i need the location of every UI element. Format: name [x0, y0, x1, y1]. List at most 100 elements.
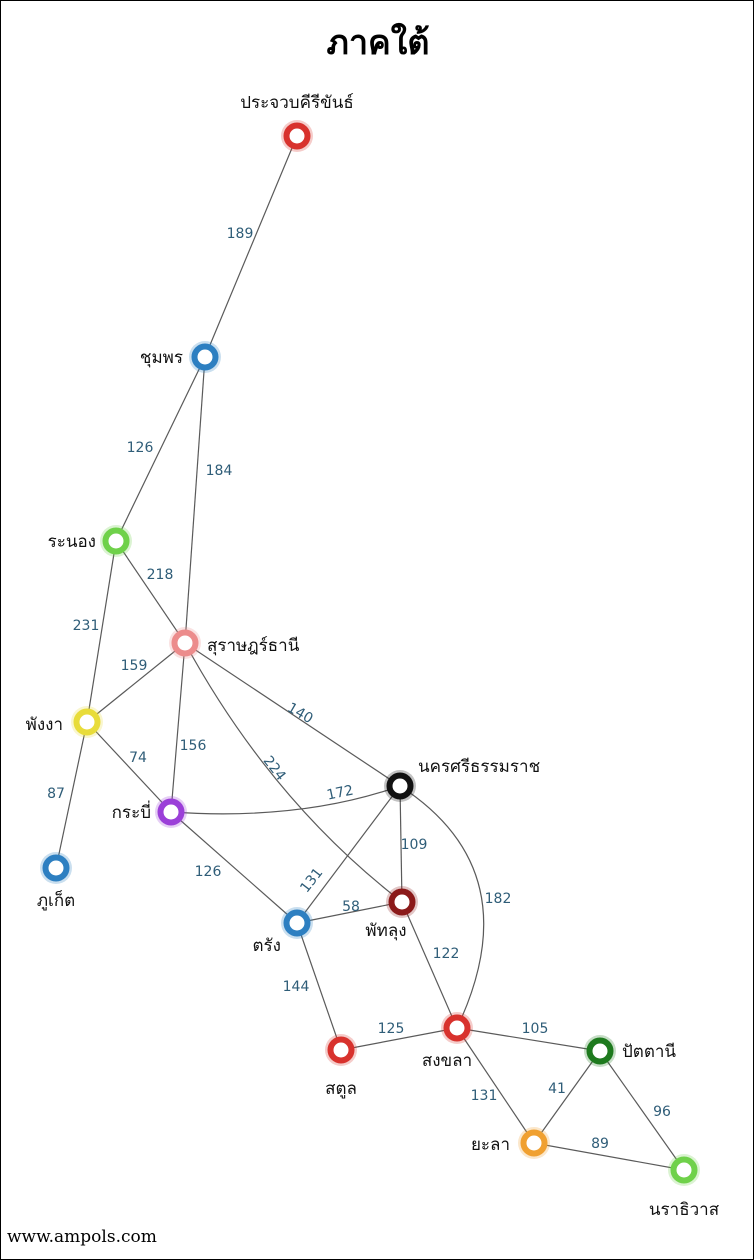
edge-distance-label: 172	[325, 782, 354, 803]
node-trang: ตรัง	[253, 907, 313, 956]
edge-distance-label: 89	[591, 1136, 609, 1152]
node-label: นราธิวาส	[649, 1200, 720, 1220]
edge-distance-label: 140	[284, 700, 315, 727]
node-ring	[171, 629, 199, 657]
edge-distance-label: 125	[378, 1021, 405, 1037]
node-ring	[191, 343, 219, 371]
node-ring	[283, 122, 311, 150]
edge-distance-label: 131	[297, 865, 326, 896]
node-ring	[283, 909, 311, 937]
edge-phangnga-phuket	[55, 721, 88, 869]
edge-surat-nakhon	[184, 642, 401, 787]
node-label: สงขลา	[422, 1051, 472, 1071]
node-ring	[520, 1129, 548, 1157]
node-ring	[102, 527, 130, 555]
edge-distance-label: 122	[433, 946, 460, 962]
edge-distance-label: 87	[47, 786, 65, 802]
node-ring	[586, 1037, 614, 1065]
node-nakhon: นครศรีธรรมราช	[384, 757, 540, 802]
edge-ranong-phangnga	[86, 540, 117, 723]
edge-yala-narathiwat	[533, 1142, 685, 1171]
nodes-layer: ประจวบคีรีขันธ์ชุมพรระนองสุราษฎร์ธานีพัง…	[26, 93, 720, 1220]
node-satun: สตูล	[325, 1034, 357, 1099]
edge-trang-phatthalung	[296, 901, 403, 924]
edge-distance-label: 159	[121, 658, 148, 674]
node-ring	[670, 1156, 698, 1184]
node-label: ยะลา	[471, 1135, 510, 1155]
node-phatthalung: พัทลุง	[365, 886, 418, 941]
edge-phangnga-krabi	[86, 721, 172, 813]
edge-songkhla-pattani	[456, 1027, 601, 1052]
node-label: กระบี่	[112, 800, 151, 823]
node-label: นครศรีธรรมราช	[418, 757, 540, 777]
edge-pattani-yala	[533, 1050, 601, 1144]
edge-nakhon-songkhla	[399, 785, 485, 1029]
node-label: ภูเก็ต	[37, 889, 75, 911]
node-ring	[388, 888, 416, 916]
edge-chumphon-ranong	[115, 356, 206, 542]
edges-layer	[55, 135, 685, 1171]
node-ranong: ระนอง	[48, 525, 132, 557]
edge-surat-krabi	[170, 642, 186, 813]
edge-prachuap-chumphon	[204, 135, 298, 358]
node-label: พัทลุง	[365, 921, 406, 941]
edge-distance-label: 126	[195, 864, 222, 880]
node-ring	[73, 708, 101, 736]
node-label: ระนอง	[48, 532, 96, 552]
edge-phatthalung-songkhla	[401, 901, 458, 1029]
node-surat: สุราษฎร์ธานี	[169, 627, 300, 659]
node-ring	[42, 854, 70, 882]
edge-ranong-surat	[115, 540, 186, 644]
node-label: ตรัง	[253, 936, 281, 956]
edge-chumphon-surat	[184, 356, 206, 644]
node-ring	[386, 772, 414, 800]
edge-distance-label: 231	[73, 618, 100, 634]
edge-surat-phangnga	[86, 642, 186, 723]
page-title: ภาคใต้	[326, 23, 430, 63]
edge-surat-phatthalung	[184, 642, 403, 903]
node-yala: ยะลา	[471, 1127, 550, 1159]
edge-distance-label: 182	[485, 891, 512, 907]
edge-nakhon-phatthalung	[399, 785, 403, 903]
node-phangnga: พังงา	[26, 706, 103, 738]
edge-distance-label: 58	[342, 899, 360, 915]
node-label: สตูล	[325, 1079, 357, 1099]
edge-distance-label: 41	[548, 1081, 566, 1097]
edge-nakhon-trang	[296, 785, 401, 924]
node-label: สุราษฎร์ธานี	[207, 636, 300, 656]
edge-distance-label: 126	[127, 440, 154, 456]
node-ring	[157, 798, 185, 826]
edge-satun-songkhla	[340, 1027, 458, 1051]
edge-pattani-narathiwat	[599, 1050, 685, 1171]
node-songkhla: สงขลา	[422, 1012, 473, 1071]
edge-distance-label: 109	[401, 837, 428, 853]
edge-distance-label: 189	[227, 226, 254, 242]
node-label: พังงา	[26, 715, 63, 735]
node-label: ปัตตานี	[622, 1042, 676, 1062]
node-prachuap: ประจวบคีรีขันธ์	[240, 93, 354, 152]
node-krabi: กระบี่	[112, 796, 187, 828]
edge-trang-satun	[296, 922, 342, 1051]
edge-distance-label: 184	[206, 463, 233, 479]
edge-distance-label: 144	[283, 979, 310, 995]
edge-distance-label: 96	[653, 1104, 671, 1120]
node-phuket: ภูเก็ต	[37, 852, 75, 911]
node-narathiwat: นราธิวาส	[649, 1154, 720, 1220]
node-ring	[327, 1036, 355, 1064]
node-chumphon: ชุมพร	[140, 341, 221, 373]
edge-krabi-nakhon	[170, 785, 401, 815]
edge-distance-label: 105	[522, 1021, 549, 1037]
edge-songkhla-yala	[456, 1027, 535, 1144]
edge-distance-label: 224	[260, 753, 289, 784]
node-label: ประจวบคีรีขันธ์	[240, 93, 353, 113]
node-pattani: ปัตตานี	[584, 1035, 676, 1067]
province-network-diagram: 189 126 184 218 231 159 156 140 224 74 87 172 126 109…	[26, 93, 720, 1220]
edge-distance-label: 156	[180, 738, 207, 754]
edge-krabi-trang	[170, 811, 298, 924]
node-ring	[443, 1014, 471, 1042]
edge-distance-label: 74	[129, 750, 147, 766]
node-label: ชุมพร	[140, 348, 183, 368]
edge-distance-label: 218	[147, 567, 174, 583]
edge-distance-label: 131	[471, 1088, 498, 1104]
